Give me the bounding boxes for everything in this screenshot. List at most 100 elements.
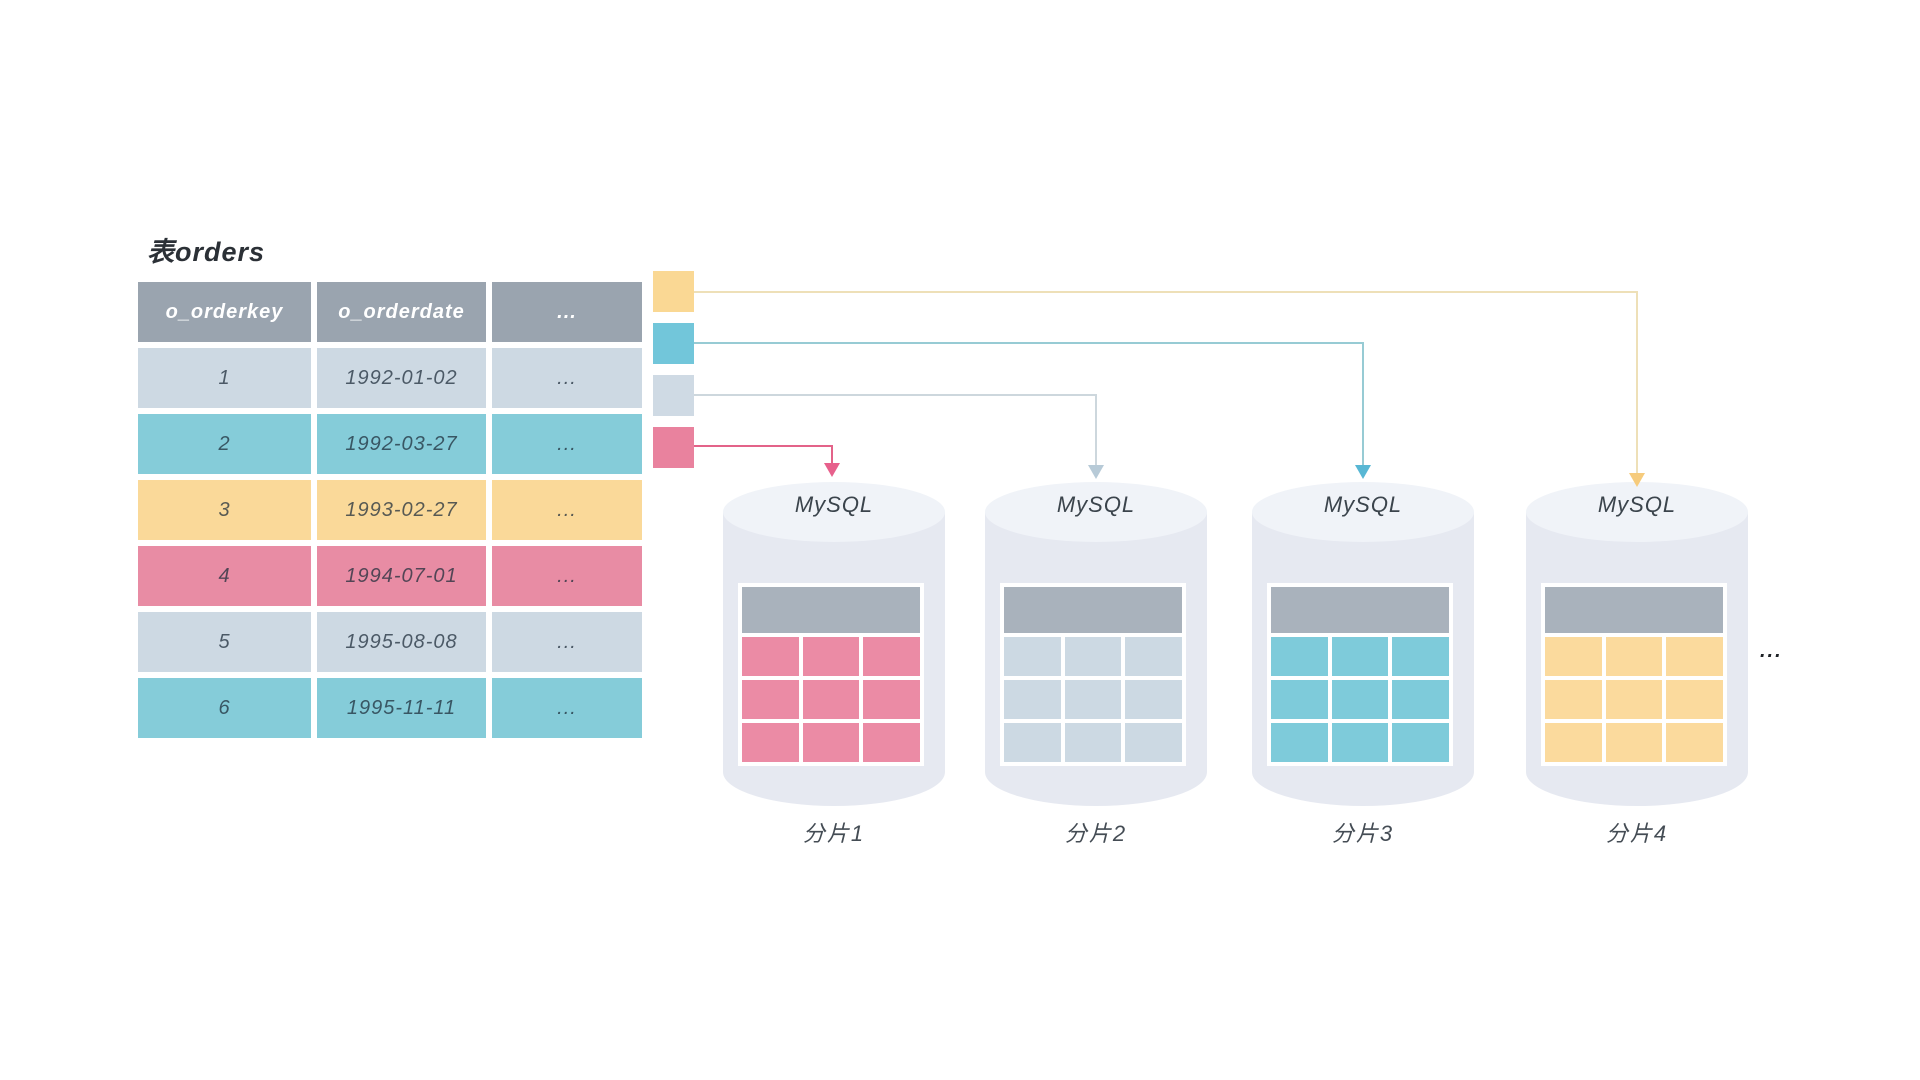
shard-table-cell: [1064, 723, 1122, 762]
shard-table-cell: [1271, 680, 1328, 719]
shard-table-rows: [1545, 637, 1723, 762]
orders-cell: ...: [492, 348, 642, 408]
shard-table-cell: [1004, 723, 1061, 762]
orders-cell: 6: [138, 678, 311, 738]
shard-table-rows: [1004, 637, 1182, 762]
shard-caption: 分片2: [1064, 821, 1128, 846]
database-engine-label: MySQL: [794, 492, 874, 517]
legend-swatch-shard1: [653, 427, 694, 468]
shard-table-cell: [742, 680, 799, 719]
shard-table-cell: [1271, 637, 1328, 676]
shard-database-shard1: MySQL 分片1: [723, 482, 945, 846]
legend-swatch-shard4: [653, 271, 694, 312]
shard-table-cell: [863, 637, 920, 676]
shard-table-header-bar: [1004, 587, 1182, 633]
shard-table-cell: [802, 680, 860, 719]
shard-caption: 分片4: [1605, 821, 1669, 846]
connector-line-shard4: [694, 291, 1638, 474]
shard-table-cell: [1125, 680, 1182, 719]
shard-table-preview: [1541, 583, 1727, 766]
shard-table-rows: [742, 637, 920, 762]
orders-cell: 2: [138, 414, 311, 474]
shard-table-rows: [1271, 637, 1449, 762]
shard-table-cell: [1545, 680, 1602, 719]
shard-table-cell: [1064, 680, 1122, 719]
orders-cell: ...: [492, 480, 642, 540]
shard-caption: 分片3: [1331, 821, 1395, 846]
database-cylinder-lid: [1252, 482, 1474, 542]
orders-cell: ...: [492, 414, 642, 474]
shard-table-preview: [1000, 583, 1186, 766]
connector-line-shard3: [694, 342, 1364, 466]
shard-database-shard4: MySQL 分片4: [1526, 482, 1748, 846]
orders-cell: 1995-11-11: [317, 678, 486, 738]
database-cylinder-lid: [723, 482, 945, 542]
shard-table-cell: [1271, 723, 1328, 762]
connector-line-shard2: [694, 394, 1097, 466]
shard-table-cell: [802, 637, 860, 676]
orders-column-header: o_orderkey: [138, 282, 311, 342]
orders-cell: 4: [138, 546, 311, 606]
shard-table-cell: [1392, 723, 1449, 762]
arrowhead-icon-shard3: [1355, 465, 1371, 479]
shard-table-cell: [1064, 637, 1122, 676]
shard-table-cell: [1545, 637, 1602, 676]
orders-cell: 1994-07-01: [317, 546, 486, 606]
legend-swatch-shard3: [653, 323, 694, 364]
shard-table-preview: [1267, 583, 1453, 766]
shard-table-cell: [1331, 637, 1389, 676]
arrowhead-icon-shard2: [1088, 465, 1104, 479]
table-title: 表orders: [147, 237, 266, 267]
orders-cell: ...: [492, 612, 642, 672]
shard-table-cell: [742, 637, 799, 676]
orders-cell: 1995-08-08: [317, 612, 486, 672]
shard-table-preview: [738, 583, 924, 766]
shard-table-cell: [1392, 680, 1449, 719]
shard-table-cell: [1331, 680, 1389, 719]
database-cylinder-lid: [985, 482, 1207, 542]
more-shards-ellipsis: ...: [1760, 640, 1783, 662]
shard-table-cell: [1666, 680, 1723, 719]
shard-table-cell: [863, 680, 920, 719]
shard-table-cell: [1605, 680, 1663, 719]
shard-table-cell: [1666, 723, 1723, 762]
shard-table-cell: [1004, 680, 1061, 719]
orders-cell: 1992-03-27: [317, 414, 486, 474]
shard-table-cell: [863, 723, 920, 762]
shard-table-cell: [1666, 637, 1723, 676]
orders-column-header: o_orderdate: [317, 282, 486, 342]
legend-swatch-shard2: [653, 375, 694, 416]
shard-table-header-bar: [1545, 587, 1723, 633]
orders-cell: 1992-01-02: [317, 348, 486, 408]
orders-cell: 3: [138, 480, 311, 540]
orders-cell: 1: [138, 348, 311, 408]
shard-table-cell: [1125, 723, 1182, 762]
database-cylinder-lid: [1526, 482, 1748, 542]
orders-cell: ...: [492, 678, 642, 738]
shard-caption: 分片1: [802, 821, 866, 846]
shard-table-cell: [742, 723, 799, 762]
connector-line-shard1: [694, 445, 833, 464]
orders-column-header: ...: [492, 282, 642, 342]
orders-cell: 5: [138, 612, 311, 672]
shard-database-shard2: MySQL 分片2: [985, 482, 1207, 846]
database-engine-label: MySQL: [1056, 492, 1136, 517]
shard-table-cell: [1125, 637, 1182, 676]
orders-cell: 1993-02-27: [317, 480, 486, 540]
orders-cell: ...: [492, 546, 642, 606]
shard-table-cell: [1605, 723, 1663, 762]
shard-table-cell: [1004, 637, 1061, 676]
shard-table-cell: [1392, 637, 1449, 676]
database-engine-label: MySQL: [1597, 492, 1677, 517]
shard-table-cell: [1545, 723, 1602, 762]
shard-table-header-bar: [1271, 587, 1449, 633]
shard-table-cell: [1605, 637, 1663, 676]
shard-color-legend: [653, 271, 694, 479]
shard-table-cell: [802, 723, 860, 762]
arrowhead-icon-shard1: [824, 463, 840, 477]
shard-table-cell: [1331, 723, 1389, 762]
shard-table-header-bar: [742, 587, 920, 633]
